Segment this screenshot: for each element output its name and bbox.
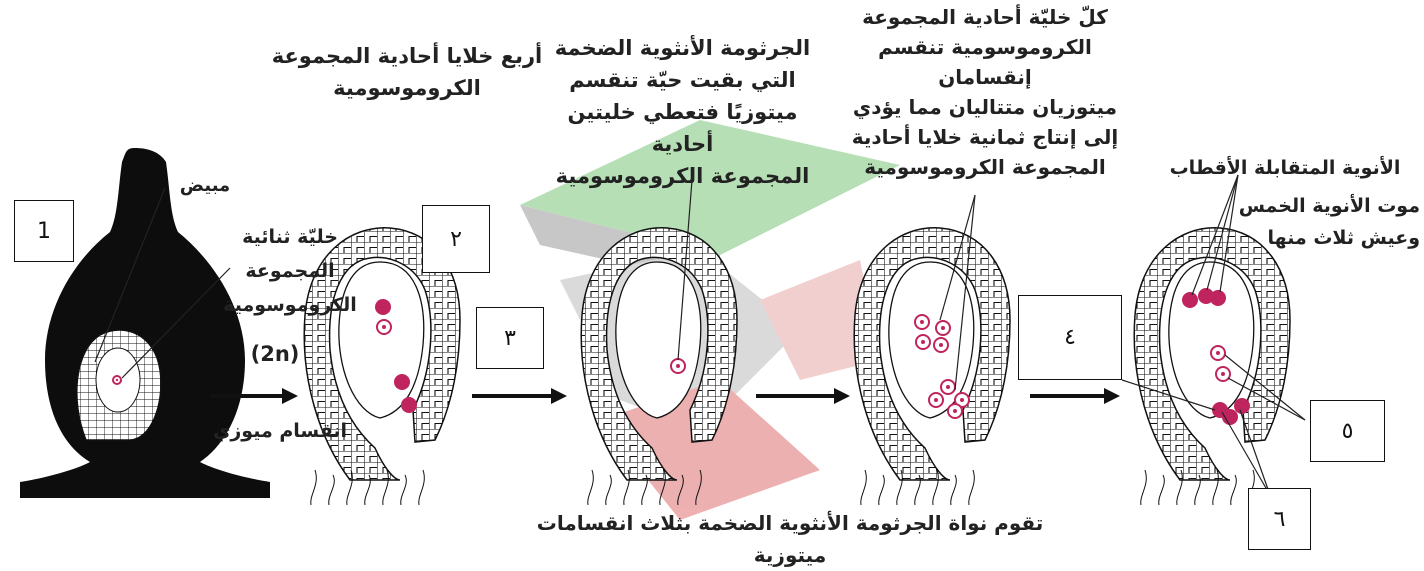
- nucleus-stage4-2-center: [941, 326, 945, 330]
- nucleus-stage4-4-center: [939, 343, 943, 347]
- number-box-5: ٥: [1310, 400, 1385, 462]
- each-cell-divides-label: كلّ خليّة أحادية المجموعة الكروموسومية ت…: [851, 5, 1119, 179]
- megaspore-4: [401, 397, 417, 413]
- egg-apparatus-2: [1234, 398, 1250, 414]
- polar-nucleus-1-center: [1216, 351, 1220, 355]
- egg-apparatus-3: [1222, 409, 1238, 425]
- antipodal-2: [1198, 288, 1214, 304]
- leader-stage4-a: [939, 194, 976, 321]
- ovule-stage-3: [580, 227, 738, 506]
- polar-nucleus-2-center: [1221, 372, 1225, 376]
- leader-diploid: [121, 267, 231, 379]
- megaspore-2-center: [382, 325, 386, 329]
- nucleus-stage4-1-center: [920, 320, 924, 324]
- number-box-2: ٢: [422, 205, 490, 273]
- polar-nuclei-label: الأنوية المتقابلة الأقطاب: [1169, 157, 1401, 179]
- nucleus-stage4-6-center: [934, 398, 938, 402]
- meiosis-label: انقسام ميوزي: [212, 420, 348, 442]
- leader-box5-a: [1224, 354, 1306, 421]
- leader-box6-a: [1221, 411, 1271, 496]
- diagram-svg: [20, 120, 1306, 520]
- number-box-4: ٤: [1018, 295, 1122, 380]
- antipodal-3: [1210, 290, 1226, 306]
- ovule-stage-4: [853, 227, 1011, 506]
- leader-polar-2: [1206, 174, 1239, 291]
- number-box-3: ٣: [476, 307, 544, 369]
- number-box-6: ٦: [1248, 488, 1311, 550]
- leader-surviving: [677, 179, 693, 361]
- megaspore-1: [375, 299, 391, 315]
- leader-polar-1: [1191, 174, 1239, 296]
- leader-box6-b: [1239, 409, 1271, 496]
- surviving-nucleus-center: [676, 364, 680, 368]
- arrow-2-head: [551, 388, 567, 404]
- bottom-caption: تقوم نواة الجرثومة الأنثوية الضخمة بثلاث…: [536, 511, 1044, 567]
- two-n-label: (2n): [250, 342, 300, 366]
- diagram-stage: أربع خلايا أحادية المجموعة الكروموسومية …: [14, 5, 1420, 567]
- arrow-4-head: [1104, 388, 1120, 404]
- surviving-megaspore-label: الجرثومة الأنثوية الضخمة التي بقيت حيّة …: [554, 36, 811, 188]
- leader-polar-3: [1219, 174, 1239, 293]
- nucleus-stage4-7-center: [960, 398, 964, 402]
- megaspore-3: [394, 374, 410, 390]
- nucleus-stage4-5-center: [946, 385, 950, 389]
- four-cells-label: أربع خلايا أحادية المجموعة الكروموسومية: [271, 44, 543, 100]
- ovule-ovary: [76, 329, 162, 441]
- nucleus-stage4-8-center: [953, 409, 957, 413]
- leader-box4: [1121, 379, 1216, 411]
- leader-ovary: [94, 187, 166, 363]
- leader-box5-b: [1227, 377, 1306, 421]
- diploid-cell-label: خليّة ثنائية المجموعة الكروموسومية: [223, 226, 357, 316]
- five-nuclei-death-label: موت الأنوية الخمس وعيش ثلاث منها: [1238, 195, 1420, 249]
- arrow-1-head: [282, 388, 298, 404]
- leader-stage4-b: [954, 194, 976, 391]
- arrow-3-head: [834, 388, 850, 404]
- antipodal-1: [1182, 292, 1198, 308]
- number-box-1: 1: [14, 200, 74, 262]
- nucleus-stage4-3-center: [921, 340, 925, 344]
- ovary-label: مبيض: [179, 175, 231, 196]
